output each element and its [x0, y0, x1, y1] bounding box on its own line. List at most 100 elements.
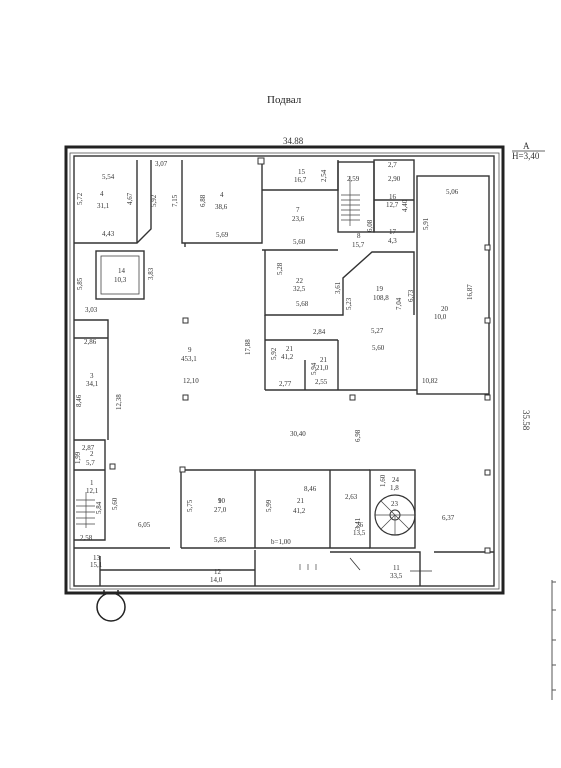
- room-num: 11: [393, 564, 400, 572]
- svg-text:10,82: 10,82: [422, 377, 438, 385]
- room-area: 13,5: [353, 529, 366, 537]
- room-num: 21: [297, 497, 305, 505]
- room-num: 9: [188, 346, 192, 354]
- svg-text:6,73: 6,73: [407, 289, 415, 302]
- room-num: 19: [376, 285, 384, 293]
- room-num: 16: [389, 193, 397, 201]
- room-num: 8: [357, 232, 361, 240]
- room-area: 31,1: [97, 202, 110, 210]
- columns: [109, 157, 491, 554]
- svg-text:5,60: 5,60: [372, 344, 385, 352]
- room-num: 2: [90, 450, 94, 458]
- entrance-circle: [96, 592, 126, 622]
- svg-text:5,99: 5,99: [265, 499, 273, 512]
- svg-text:2,54: 2,54: [320, 169, 328, 182]
- svg-text:2,58: 2,58: [80, 534, 93, 542]
- room-num: 20: [441, 305, 449, 313]
- svg-text:1,99: 1,99: [74, 451, 82, 464]
- svg-text:5,92: 5,92: [150, 194, 158, 207]
- room-num: 22: [296, 277, 304, 285]
- room-num: 3: [90, 372, 94, 380]
- svg-text:3,83: 3,83: [147, 267, 155, 280]
- room-num: 4: [100, 190, 104, 198]
- svg-text:6,37: 6,37: [442, 514, 455, 522]
- svg-text:2,90: 2,90: [388, 175, 401, 183]
- svg-text:1,60: 1,60: [379, 474, 387, 487]
- room-area: 10,0: [434, 313, 447, 321]
- svg-text:2,77: 2,77: [279, 380, 292, 388]
- svg-text:b=1,00: b=1,00: [271, 538, 291, 546]
- svg-text:5,75: 5,75: [186, 499, 194, 512]
- overall-width-dim: 34.88: [283, 136, 304, 146]
- svg-text:3,61: 3,61: [334, 281, 342, 294]
- svg-text:7,04: 7,04: [395, 297, 403, 310]
- svg-text:17,88: 17,88: [244, 339, 252, 355]
- outer-walls: [64, 145, 505, 595]
- room-area: 12,7: [386, 201, 399, 209]
- room-num: 9: [218, 497, 222, 505]
- svg-text:5,54: 5,54: [102, 173, 115, 181]
- room-area: 33,5: [390, 572, 403, 580]
- room-area: 15,1: [90, 561, 103, 569]
- stair-hatches: [76, 176, 360, 570]
- svg-text:6,05: 6,05: [138, 521, 151, 529]
- svg-text:8,46: 8,46: [304, 485, 317, 493]
- svg-text:5,28: 5,28: [276, 262, 284, 275]
- svg-text:2,7: 2,7: [388, 161, 397, 169]
- svg-text:2,59: 2,59: [347, 175, 360, 183]
- svg-text:7,15: 7,15: [171, 194, 179, 207]
- room-area: 10,3: [114, 276, 127, 284]
- svg-text:6,98: 6,98: [354, 429, 362, 442]
- svg-text:5,85: 5,85: [76, 277, 84, 290]
- svg-text:30,40: 30,40: [290, 430, 306, 438]
- room-num: 4: [220, 191, 224, 199]
- room-num: 13: [93, 554, 101, 562]
- room-area: 27,0: [214, 506, 227, 514]
- svg-text:5,72: 5,72: [76, 192, 84, 205]
- room-area: 1,8: [390, 484, 399, 492]
- svg-text:2,87: 2,87: [82, 444, 95, 452]
- svg-text:4,67: 4,67: [126, 192, 134, 205]
- svg-text:5,60: 5,60: [293, 238, 306, 246]
- svg-text:5,23: 5,23: [345, 297, 353, 310]
- svg-text:3,03: 3,03: [85, 306, 98, 314]
- svg-text:16,87: 16,87: [466, 284, 474, 300]
- room-area: 108,8: [373, 294, 389, 302]
- svg-text:5,68: 5,68: [296, 300, 309, 308]
- room-num: 10: [218, 497, 226, 505]
- margin-marks: [551, 580, 556, 700]
- svg-text:8,46: 8,46: [75, 394, 83, 407]
- room-area: 32,5: [293, 285, 306, 293]
- svg-text:5,85: 5,85: [214, 536, 227, 544]
- room-area: 14,0: [210, 576, 223, 584]
- room-area: 41,2: [281, 353, 294, 361]
- room-num: 26: [356, 521, 364, 529]
- room-area: 4,3: [388, 237, 397, 245]
- room-area: 21,0: [316, 364, 329, 372]
- plan-title: Подвал: [267, 94, 302, 106]
- svg-text:6,08: 6,08: [366, 219, 374, 232]
- room-area: 23,6: [292, 215, 305, 223]
- svg-text:5,92: 5,92: [270, 347, 278, 360]
- svg-text:2,84: 2,84: [313, 328, 326, 336]
- svg-text:5,60: 5,60: [111, 497, 119, 510]
- svg-text:2,55: 2,55: [315, 378, 328, 386]
- svg-text:3,41: 3,41: [354, 517, 362, 530]
- height-mark: H=3,40: [512, 151, 540, 161]
- overall-depth-dim: 35.58: [521, 410, 531, 431]
- svg-text:5,06: 5,06: [446, 188, 459, 196]
- room-num: 14: [118, 267, 126, 275]
- door-arrows: [349, 557, 432, 572]
- room-area: 5,7: [86, 459, 95, 467]
- room-num: 24: [392, 476, 400, 484]
- svg-text:5,94: 5,94: [310, 362, 318, 375]
- room-num: 15: [298, 168, 306, 176]
- room-area: 15,7: [352, 241, 365, 249]
- svg-text:12,38: 12,38: [115, 394, 123, 410]
- svg-text:4,40: 4,40: [401, 199, 409, 212]
- svg-text:4,43: 4,43: [102, 230, 115, 238]
- room-num: 21: [320, 356, 328, 364]
- room-num: 21: [286, 345, 294, 353]
- dimension-labels: 3,07 5,54 5,72 4,67 5,92 4,43 7,15 6,88 …: [74, 160, 474, 546]
